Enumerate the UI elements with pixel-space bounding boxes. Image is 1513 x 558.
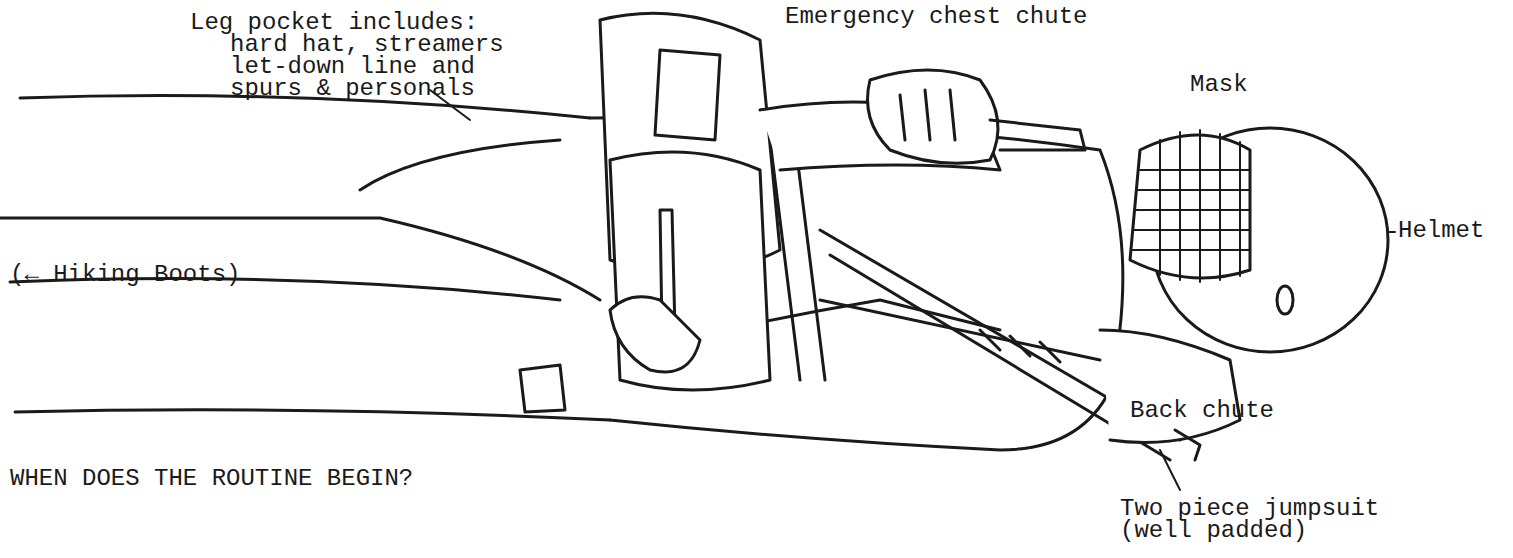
leg-outline [0,218,600,300]
back-chute [1100,330,1240,443]
glove [610,297,700,372]
leg-pocket [610,152,770,390]
harness-strap [795,140,825,380]
glove [868,70,999,163]
face-mask [1130,135,1250,278]
glove-fingers [900,90,955,140]
harness-strap [820,300,1100,360]
part-label: Back chute [1130,400,1330,422]
leg-outline [15,410,610,420]
part-label: (← Hiking Boots) [10,264,310,286]
part-label: Leg pocket includes: hard hat, streamers… [190,12,510,100]
leader-line [1160,450,1180,490]
harness-buckle [520,365,565,412]
jumpsuit-torso [590,118,1123,450]
chest-chute-panel [655,50,720,140]
mask-grid [1132,130,1250,282]
part-label: Two piece jumpsuit (well padded) [1120,498,1395,542]
part-label: Emergency chest chute [785,6,1145,28]
harness-strap [770,140,800,380]
wrist-strap [990,120,1085,150]
part-label: Helmet [1398,220,1513,242]
harness-stitching [980,330,1060,362]
leg-outline [360,140,560,190]
leader-line [1388,231,1395,233]
part-label: WHEN DOES THE ROUTINE BEGIN? [10,468,490,490]
helmet-bolt [1277,286,1293,314]
back-chute-buckle [1175,430,1200,460]
part-label: Mask [1190,74,1310,96]
